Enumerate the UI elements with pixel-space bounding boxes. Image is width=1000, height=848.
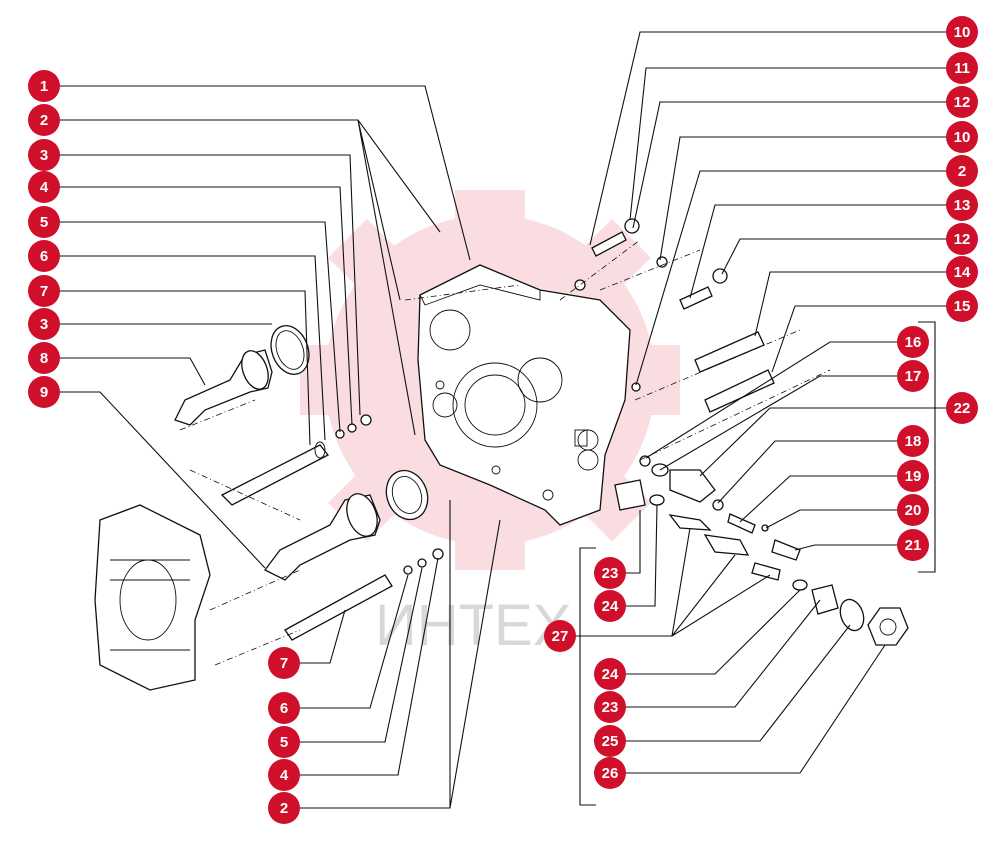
callout: 26 <box>594 757 626 789</box>
callouts-bottom-left: 7 6 5 4 2 <box>268 647 300 824</box>
callout: 27 <box>544 620 576 652</box>
watermark-text: ИНТЕХ <box>375 593 571 658</box>
callout: 7 <box>28 275 60 307</box>
svg-text:3: 3 <box>40 147 48 164</box>
svg-text:25: 25 <box>602 733 619 750</box>
callout: 8 <box>28 342 60 374</box>
callout: 4 <box>268 759 300 791</box>
callout: 13 <box>946 189 978 221</box>
callout: 24 <box>594 590 626 622</box>
left-parts <box>94 284 521 691</box>
svg-text:6: 6 <box>40 248 48 265</box>
callout: 7 <box>268 647 300 679</box>
group-bracket-right <box>918 321 936 573</box>
callout: 9 <box>28 376 60 408</box>
svg-text:3: 3 <box>40 316 48 333</box>
callout: 23 <box>594 557 626 589</box>
svg-text:2: 2 <box>958 163 966 180</box>
callout: 22 <box>946 392 978 424</box>
svg-text:13: 13 <box>954 197 971 214</box>
svg-text:7: 7 <box>280 655 288 672</box>
callouts-right: 10 11 12 10 2 13 12 14 15 16 17 22 18 19… <box>897 16 978 561</box>
svg-text:11: 11 <box>954 60 970 77</box>
svg-text:12: 12 <box>954 231 971 248</box>
callout: 1 <box>28 70 60 102</box>
svg-text:4: 4 <box>40 179 49 196</box>
svg-text:2: 2 <box>280 800 288 817</box>
svg-text:5: 5 <box>40 214 48 231</box>
callout: 10 <box>946 121 978 153</box>
callout: 24 <box>594 658 626 690</box>
callout: 3 <box>28 308 60 340</box>
svg-text:26: 26 <box>602 765 619 782</box>
callout: 25 <box>594 725 626 757</box>
svg-text:20: 20 <box>905 502 922 519</box>
svg-text:24: 24 <box>602 598 619 615</box>
svg-text:1: 1 <box>40 78 48 95</box>
svg-text:23: 23 <box>602 699 619 716</box>
callout: 4 <box>28 171 60 203</box>
callout: 3 <box>28 139 60 171</box>
svg-text:21: 21 <box>905 537 922 554</box>
callout: 10 <box>946 16 978 48</box>
svg-text:10: 10 <box>954 24 971 41</box>
callout: 20 <box>897 494 929 526</box>
svg-text:14: 14 <box>954 264 971 281</box>
callout: 2 <box>28 104 60 136</box>
svg-text:22: 22 <box>954 400 971 417</box>
callout: 16 <box>897 326 929 358</box>
svg-text:23: 23 <box>602 565 619 582</box>
callouts-middle: 23 24 27 <box>544 557 626 652</box>
svg-text:7: 7 <box>40 283 48 300</box>
svg-text:12: 12 <box>954 94 971 111</box>
callout: 12 <box>946 223 978 255</box>
callout: 6 <box>268 692 300 724</box>
leader-lines <box>58 31 947 809</box>
gear-housing-cover <box>417 264 631 526</box>
svg-text:27: 27 <box>552 628 569 645</box>
svg-text:10: 10 <box>954 129 971 146</box>
svg-text:8: 8 <box>40 350 48 367</box>
callout: 11 <box>946 52 978 84</box>
callout: 12 <box>946 86 978 118</box>
callouts-bottom-right: 24 23 25 26 <box>594 658 626 789</box>
svg-text:19: 19 <box>905 468 922 485</box>
callout: 23 <box>594 691 626 723</box>
callout: 2 <box>946 155 978 187</box>
svg-text:24: 24 <box>602 666 619 683</box>
svg-text:15: 15 <box>954 298 971 315</box>
callout: 21 <box>897 529 929 561</box>
callout: 5 <box>268 726 300 758</box>
callout: 6 <box>28 240 60 272</box>
svg-text:9: 9 <box>40 384 48 401</box>
callout: 5 <box>28 206 60 238</box>
group-bracket-left <box>579 547 596 806</box>
svg-text:4: 4 <box>280 767 289 784</box>
callout: 18 <box>897 425 929 457</box>
svg-text:17: 17 <box>905 368 922 385</box>
callout: 19 <box>897 460 929 492</box>
callouts-left: 1 2 3 4 5 6 7 3 8 9 <box>28 70 60 408</box>
callout: 15 <box>946 290 978 322</box>
callout: 2 <box>268 792 300 824</box>
svg-text:2: 2 <box>40 112 48 129</box>
svg-text:16: 16 <box>905 334 922 351</box>
svg-text:6: 6 <box>280 700 288 717</box>
callout: 14 <box>946 256 978 288</box>
callout: 17 <box>897 360 929 392</box>
svg-text:5: 5 <box>280 734 288 751</box>
svg-text:18: 18 <box>905 433 922 450</box>
